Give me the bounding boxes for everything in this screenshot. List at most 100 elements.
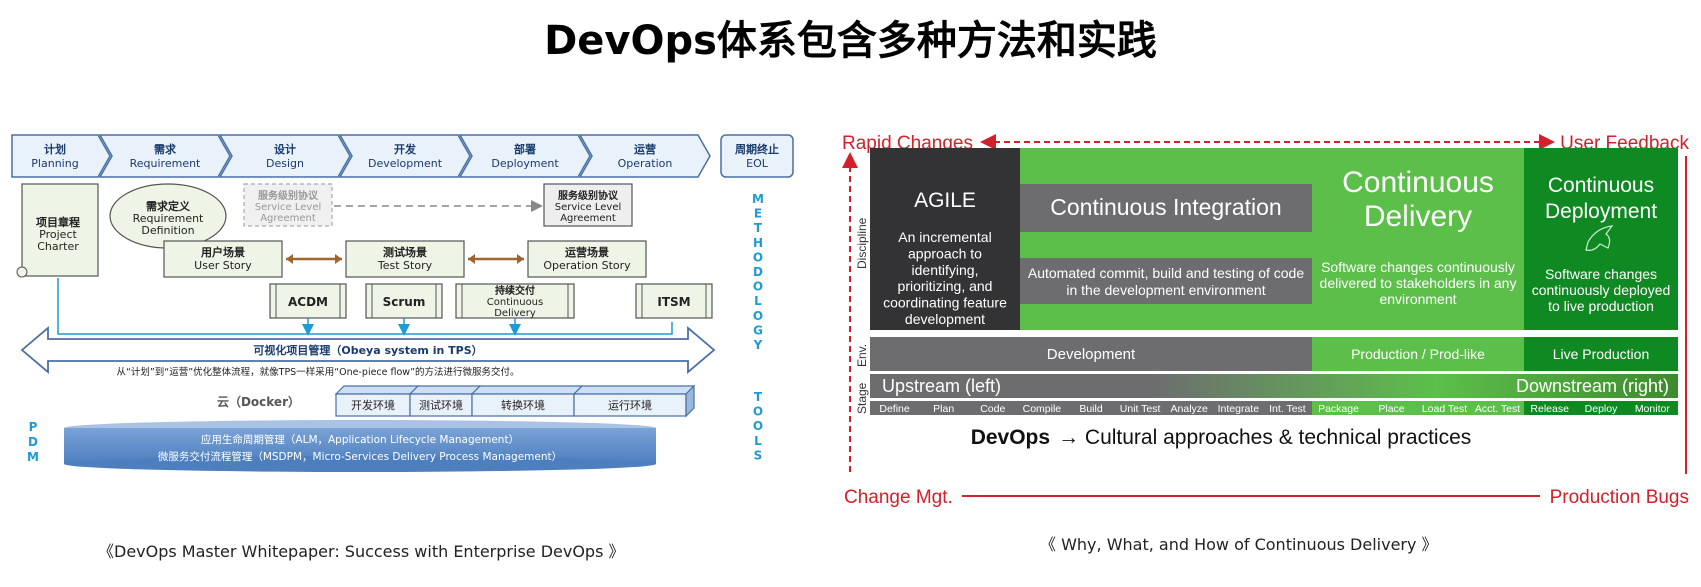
agile-title: AGILE xyxy=(914,189,976,212)
continuous-delivery-label: 持续交付 xyxy=(495,284,535,297)
pipeline-step: Define xyxy=(879,403,910,415)
msdpm-label: 微服务交付流程管理（MSDPM，Micro-Services Delivery … xyxy=(158,450,562,463)
obeya-double-arrow xyxy=(20,326,716,374)
ci-title-bar xyxy=(1020,184,1312,232)
pipeline-step: Unit Test xyxy=(1120,403,1161,415)
sla-draft-scroll xyxy=(243,183,333,227)
phase-labels: 计划 Planning 需求 Requirement 设计 Design 开发 … xyxy=(31,142,779,170)
phase-development xyxy=(338,134,471,178)
requirement-definition-en: Requirement xyxy=(133,212,204,225)
phase-design xyxy=(218,134,351,178)
env-live-label: Live Production xyxy=(1553,346,1650,362)
story-link-arrowheads xyxy=(468,254,524,264)
sla-final-label: 服务级别协议 xyxy=(558,189,619,202)
pipeline-step: Deploy xyxy=(1585,403,1618,415)
story-label-en: Test Story xyxy=(377,259,433,272)
method-box-itsm xyxy=(635,283,713,319)
sla-draft-en: Agreement xyxy=(260,213,316,224)
phase-deployment xyxy=(458,134,591,178)
story-label-en: User Story xyxy=(194,259,252,272)
steps-live-bar xyxy=(1524,401,1678,415)
cdeploy-title: Continuous xyxy=(1548,174,1654,197)
left-caption: 《DevOps Master Whitepaper: Success with … xyxy=(98,542,625,561)
steps-midstream-bar xyxy=(1312,401,1524,415)
project-charter-en: Charter xyxy=(37,240,79,253)
method-acdm-label: ACDM xyxy=(288,295,328,309)
requirement-definition-en: Definition xyxy=(141,224,194,237)
flow-lines xyxy=(57,278,673,336)
eol-label-en: EOL xyxy=(746,157,769,170)
pipeline-step: Place xyxy=(1378,403,1404,415)
methodology-letter: D xyxy=(753,265,763,279)
eol-label-cn: 周期终止 xyxy=(735,142,779,156)
upstream-label: Upstream (left) xyxy=(882,376,1001,396)
flow-note: 从“计划”到“运营”优化整体流程，就像TPS一样采用“One-piece flo… xyxy=(116,366,519,378)
method-scrum-label: Scrum xyxy=(383,295,426,309)
cdeploy-description: Software changes xyxy=(1545,266,1657,282)
ci-title: Continuous Integration xyxy=(1050,194,1281,220)
methodology-letter: E xyxy=(754,207,762,221)
env-prod-label: 运行环境 xyxy=(608,398,652,412)
requirement-definition-label: 需求定义 xyxy=(146,199,191,213)
methodology-letter: T xyxy=(754,221,763,235)
project-charter-en: Project xyxy=(39,228,77,241)
env-transition-label: 转换环境 xyxy=(501,398,545,412)
phase-label-cn: 计划 xyxy=(44,142,66,156)
phase-label-en: Deployment xyxy=(491,157,559,170)
stream-bar xyxy=(870,374,1678,398)
steps-upstream-bar xyxy=(870,401,1312,415)
phase-label-en: Design xyxy=(266,157,304,170)
cdeploy-description: continuously deployed xyxy=(1532,282,1671,298)
cdeploy-block xyxy=(1524,148,1678,330)
pipeline-step: Build xyxy=(1079,403,1103,415)
devops-master-diagram: 计划 Planning 需求 Requirement 设计 Design 开发 … xyxy=(11,134,794,472)
env-prod-like-bar xyxy=(1312,337,1524,371)
user-story-scroll xyxy=(163,240,283,278)
methodology-letter: M xyxy=(752,192,764,206)
phase-requirement xyxy=(98,134,231,178)
continuous-delivery-en: Continuous xyxy=(487,297,543,308)
pipeline-step: Compile xyxy=(1023,403,1062,415)
methodology-letter: Y xyxy=(753,338,763,352)
agile-description-line: coordinating feature xyxy=(883,295,1007,311)
phase-label-cn: 部署 xyxy=(514,142,536,156)
tools-letter: S xyxy=(754,448,763,462)
phase-label-en: Planning xyxy=(31,157,78,170)
phase-operation xyxy=(578,134,711,178)
method-box-scrum xyxy=(365,283,443,319)
phase-label-cn: 运营 xyxy=(634,142,656,156)
tools-letter: O xyxy=(753,405,763,419)
operation-story-scroll xyxy=(527,240,647,278)
pdm-letter: M xyxy=(27,450,39,464)
agile-block xyxy=(870,148,1020,330)
pipeline-step: Analyze xyxy=(1171,403,1209,415)
scroll-curl xyxy=(16,266,28,278)
agile-description-line: An incremental xyxy=(898,229,991,245)
cdeploy-description: to live production xyxy=(1548,298,1654,314)
tools-letter: T xyxy=(754,390,763,404)
story-label-cn: 运营场景 xyxy=(565,245,609,259)
obeya-label: 可视化项目管理（Obeya system in TPS） xyxy=(253,343,482,357)
methodology-letter: G xyxy=(753,323,763,337)
discipline-axis-label: Discipline xyxy=(855,217,869,269)
env-boxes xyxy=(334,384,696,418)
methodology-letter: H xyxy=(753,236,763,250)
stage-axis-label: Stage xyxy=(855,382,869,414)
story-label-cn: 测试场景 xyxy=(383,245,427,259)
continuous-delivery-diagram: Rapid Changes User Feedback Change Mgt. … xyxy=(842,133,1689,508)
sla-draft-en: Service Level xyxy=(255,202,322,213)
cdeploy-title: Deployment xyxy=(1545,200,1657,223)
agile-description-line: prioritizing, and xyxy=(898,278,993,294)
ci-description: Automated commit, build and testing of c… xyxy=(1028,265,1304,281)
phase-label-cn: 需求 xyxy=(154,142,177,156)
agile-description-line: approach to xyxy=(908,245,982,261)
method-box-continuous-delivery xyxy=(455,283,575,319)
pipeline-step: Load Test xyxy=(1422,403,1467,415)
pdm-letter: D xyxy=(28,435,38,449)
phase-label-en: Operation xyxy=(618,157,673,170)
pipeline-step: Monitor xyxy=(1635,403,1671,415)
cd-title: Continuous xyxy=(1342,166,1494,199)
devops-bold: DevOps xyxy=(971,426,1050,449)
